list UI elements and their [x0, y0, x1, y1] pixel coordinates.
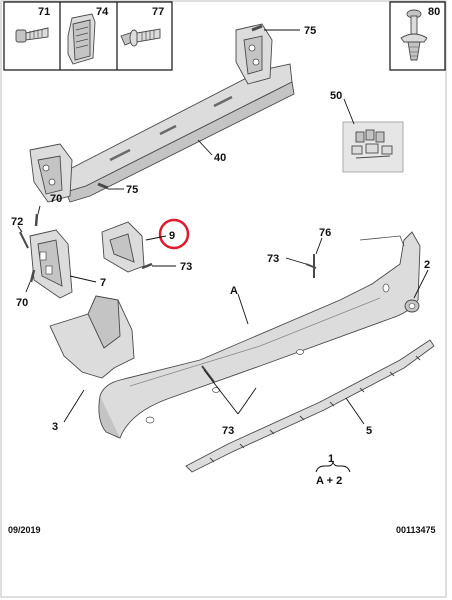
bumper-cover — [98, 231, 421, 439]
callout-70-bottom: 70 — [16, 297, 28, 309]
trim-strip — [185, 339, 435, 473]
callout-74: 74 — [96, 6, 109, 18]
callout-73-lower: 73 — [222, 425, 234, 437]
highlight-circle — [158, 218, 190, 250]
guide-bracket — [101, 221, 145, 273]
callout-77: 77 — [152, 6, 164, 18]
bracket-left — [29, 229, 73, 299]
guide-clip-icon — [141, 262, 153, 270]
callout-73-bumper: 73 — [267, 253, 279, 265]
footer-reference: 00113475 — [396, 525, 436, 535]
callout-A: A — [230, 285, 238, 297]
callout-76: 76 — [319, 227, 331, 239]
callout-73-guide: 73 — [180, 261, 192, 273]
footer-date: 09/2019 — [8, 525, 41, 535]
callout-9: 9 — [169, 230, 175, 242]
callout-71: 71 — [38, 6, 50, 18]
callout-3: 3 — [52, 421, 58, 433]
screw-71-icon — [15, 27, 49, 43]
rivet-80-icon — [400, 9, 428, 61]
screw-icon — [97, 24, 263, 190]
clip-icon — [305, 254, 317, 278]
lower-clip-icon — [201, 365, 215, 383]
callout-72: 72 — [11, 216, 23, 228]
callout-40: 40 — [214, 152, 226, 164]
screw-icon — [19, 213, 39, 283]
callout-75-bottom: 75 — [126, 184, 138, 196]
reinforcement-beam — [29, 23, 295, 203]
brace-icon — [315, 461, 351, 473]
connector-kit — [342, 121, 404, 173]
corner-cover — [49, 295, 135, 379]
callout-2: 2 — [424, 259, 430, 271]
callout-7: 7 — [100, 277, 106, 289]
clip-nut-74-icon — [67, 13, 96, 65]
sensor-cap — [404, 299, 420, 313]
callout-80: 80 — [428, 6, 440, 18]
assembly-formula: A + 2 — [316, 475, 342, 487]
callout-75-top: 75 — [304, 25, 316, 37]
callout-70-top: 70 — [50, 193, 62, 205]
callout-50: 50 — [330, 90, 342, 102]
assembly-number: 1 — [328, 453, 334, 465]
bolt-77-icon — [120, 28, 161, 47]
callout-5: 5 — [366, 425, 372, 437]
